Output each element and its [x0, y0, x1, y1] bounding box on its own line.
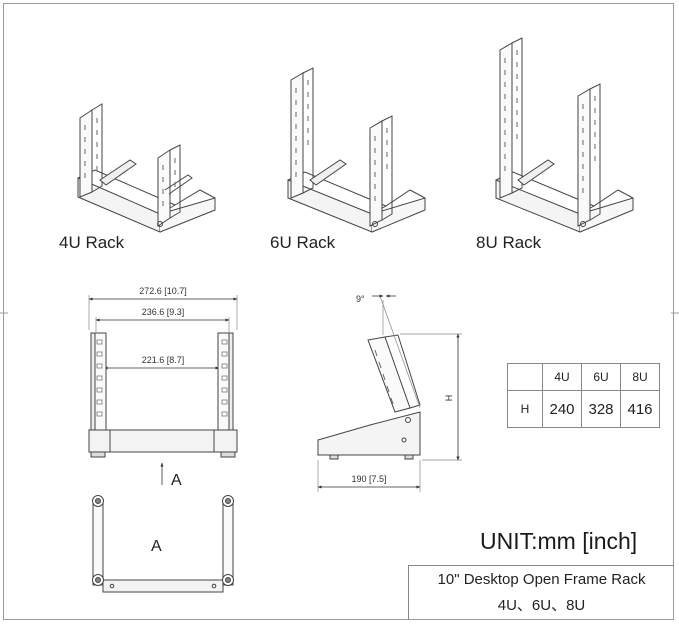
rack-label-4u: 4U Rack — [59, 233, 125, 252]
height-table: 4U 6U 8U H 240 328 416 — [507, 363, 660, 428]
table-value-8u: 416 — [620, 390, 660, 428]
front-view-drawing — [88, 295, 238, 485]
inner-width-label: 221.6 [8.7] — [142, 355, 185, 365]
rack-6u-drawing — [287, 67, 426, 233]
unit-note: UNIT:mm [inch] — [480, 528, 638, 554]
table-row-label: H — [507, 390, 543, 428]
angle-label: 9° — [356, 294, 365, 304]
view-a-label: A — [151, 538, 162, 555]
table-header-8u: 8U — [620, 363, 660, 391]
title-line-2: 4U、6U、8U — [497, 597, 586, 614]
title-block: 10" Desktop Open Frame Rack 4U、6U、8U — [408, 565, 674, 620]
rack-label-8u: 8U Rack — [476, 233, 542, 252]
side-view-drawing — [317, 294, 462, 492]
rack-label-6u: 6U Rack — [270, 233, 336, 252]
table-value-6u: 328 — [581, 390, 621, 428]
table-header-4u: 4U — [542, 363, 582, 391]
table-header-6u: 6U — [581, 363, 621, 391]
bottom-view-drawing — [92, 495, 234, 593]
title-line-1: 10" Desktop Open Frame Rack — [437, 571, 646, 588]
rack-8u-drawing — [495, 37, 634, 233]
depth-label: 190 [7.5] — [351, 474, 386, 484]
table-value-4u: 240 — [542, 390, 582, 428]
rack-4u-drawing — [77, 103, 216, 233]
drawing-frame — [3, 3, 674, 620]
table-corner-cell — [507, 363, 543, 391]
height-symbol-label: H — [444, 395, 454, 402]
view-marker-label: A — [171, 472, 182, 489]
outer-width-label: 272.6 [10.7] — [139, 286, 187, 296]
mid-width-label: 236.6 [9.3] — [142, 307, 185, 317]
